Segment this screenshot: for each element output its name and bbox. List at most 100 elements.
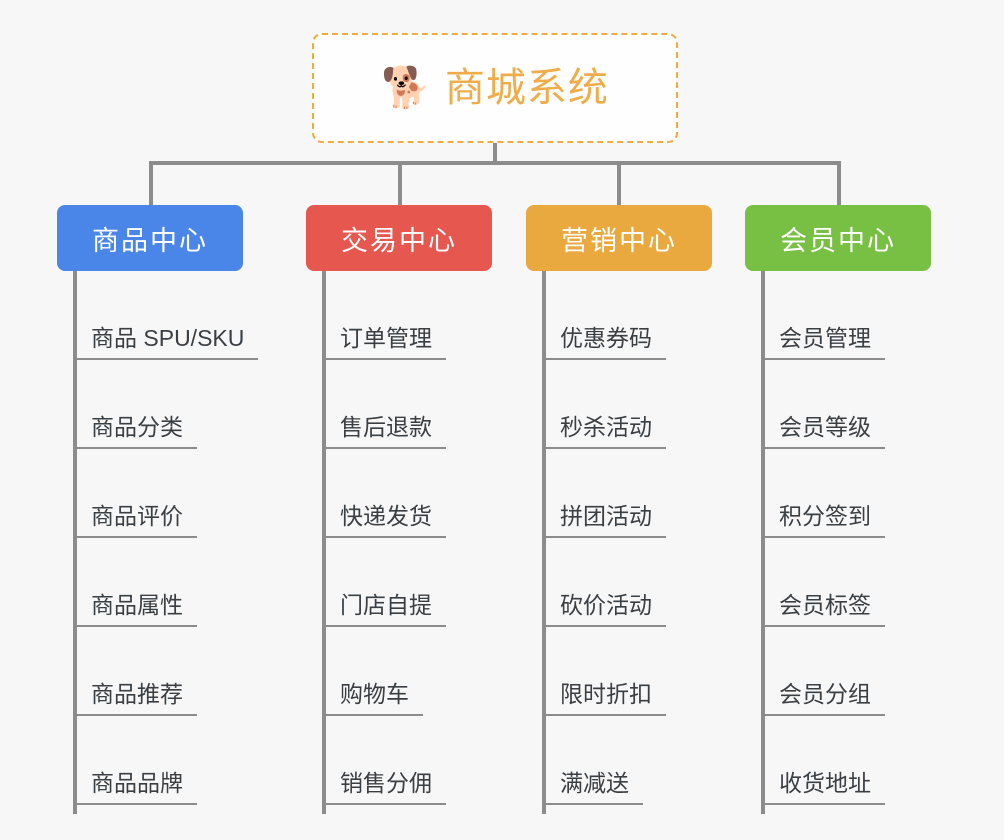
leaf-item-label: 商品 SPU/SKU	[87, 325, 259, 360]
leaf-item-label: 拼团活动	[556, 503, 666, 538]
list-item[interactable]: 秒杀活动	[526, 360, 712, 449]
branch-header-label: 会员中心	[780, 225, 896, 256]
list-item[interactable]: 拼团活动	[526, 449, 712, 538]
list-item[interactable]: 会员管理	[745, 271, 931, 360]
branch-stem-member-center	[761, 271, 765, 814]
leaf-item-label: 收货地址	[775, 770, 885, 805]
leaf-connector-rule	[73, 803, 95, 805]
connector-drop-2	[398, 161, 402, 207]
list-item[interactable]: 购物车	[306, 627, 492, 716]
branch-column-member-center: 会员中心会员管理会员等级积分签到会员标签会员分组收货地址	[745, 205, 931, 814]
leaf-item-label: 砍价活动	[556, 592, 666, 627]
list-item[interactable]: 砍价活动	[526, 538, 712, 627]
list-item[interactable]: 会员分组	[745, 627, 931, 716]
branch-item-list-member-center: 会员管理会员等级积分签到会员标签会员分组收货地址	[745, 271, 931, 805]
branch-header-product-center[interactable]: 商品中心	[57, 205, 243, 271]
list-item[interactable]: 商品推荐	[57, 627, 243, 716]
connector-drop-1	[149, 161, 153, 207]
leaf-item-label: 快递发货	[336, 503, 446, 538]
branch-header-label: 商品中心	[92, 225, 208, 256]
leaf-connector-rule	[322, 625, 344, 627]
leaf-connector-rule	[322, 803, 344, 805]
leaf-item-label: 商品品牌	[87, 770, 197, 805]
list-item[interactable]: 积分签到	[745, 449, 931, 538]
list-item[interactable]: 优惠券码	[526, 271, 712, 360]
branch-item-list-trade-center: 订单管理售后退款快递发货门店自提购物车销售分佣	[306, 271, 492, 805]
leaf-connector-rule	[322, 714, 344, 716]
leaf-item-label: 商品推荐	[87, 681, 197, 716]
leaf-connector-rule	[761, 625, 783, 627]
connector-root-stem	[493, 143, 497, 165]
leaf-connector-rule	[73, 358, 95, 360]
connector-horizontal-bus	[149, 161, 841, 165]
shiba-dog-face-icon: 🐕	[381, 66, 431, 110]
branch-header-member-center[interactable]: 会员中心	[745, 205, 931, 271]
leaf-connector-rule	[322, 536, 344, 538]
leaf-connector-rule	[73, 536, 95, 538]
leaf-connector-rule	[542, 625, 564, 627]
branch-column-product-center: 商品中心商品 SPU/SKU 商品分类商品评价商品属性商品推荐商品品牌	[57, 205, 259, 814]
leaf-connector-rule	[542, 803, 564, 805]
branch-column-trade-center: 交易中心订单管理售后退款快递发货门店自提购物车销售分佣	[306, 205, 492, 814]
leaf-item-label: 订单管理	[336, 325, 446, 360]
leaf-item-label: 商品属性	[87, 592, 197, 627]
leaf-connector-rule	[761, 358, 783, 360]
list-item[interactable]: 商品属性	[57, 538, 243, 627]
list-item[interactable]: 商品评价	[57, 449, 243, 538]
list-item[interactable]: 商品 SPU/SKU	[57, 271, 259, 360]
leaf-item-label: 会员等级	[775, 414, 885, 449]
leaf-connector-rule	[542, 358, 564, 360]
list-item[interactable]: 售后退款	[306, 360, 492, 449]
branch-column-marketing-center: 营销中心优惠券码秒杀活动拼团活动砍价活动限时折扣满减送	[526, 205, 712, 814]
leaf-item-label: 会员分组	[775, 681, 885, 716]
branch-stem-marketing-center	[542, 271, 546, 814]
branch-header-label: 营销中心	[561, 225, 677, 256]
leaf-item-label: 会员标签	[775, 592, 885, 627]
leaf-connector-rule	[73, 447, 95, 449]
branch-header-label: 交易中心	[341, 225, 457, 256]
leaf-item-label: 秒杀活动	[556, 414, 666, 449]
leaf-connector-rule	[542, 447, 564, 449]
list-item[interactable]: 商品分类	[57, 360, 243, 449]
connector-drop-4	[837, 161, 841, 207]
leaf-item-label: 购物车	[336, 681, 423, 716]
list-item[interactable]: 收货地址	[745, 716, 931, 805]
list-item[interactable]: 快递发货	[306, 449, 492, 538]
leaf-connector-rule	[322, 358, 344, 360]
leaf-connector-rule	[542, 536, 564, 538]
list-item[interactable]: 销售分佣	[306, 716, 492, 805]
leaf-item-label: 满减送	[556, 770, 643, 805]
leaf-item-label: 积分签到	[775, 503, 885, 538]
leaf-connector-rule	[73, 625, 95, 627]
leaf-connector-rule	[73, 714, 95, 716]
branch-header-marketing-center[interactable]: 营销中心	[526, 205, 712, 271]
leaf-item-label: 优惠券码	[556, 325, 666, 360]
leaf-connector-rule	[761, 803, 783, 805]
list-item[interactable]: 会员等级	[745, 360, 931, 449]
leaf-connector-rule	[761, 536, 783, 538]
leaf-connector-rule	[761, 447, 783, 449]
branch-stem-product-center	[73, 271, 77, 814]
leaf-item-label: 会员管理	[775, 325, 885, 360]
list-item[interactable]: 会员标签	[745, 538, 931, 627]
connector-drop-3	[617, 161, 621, 207]
branch-item-list-product-center: 商品 SPU/SKU 商品分类商品评价商品属性商品推荐商品品牌	[57, 271, 259, 805]
branch-item-list-marketing-center: 优惠券码秒杀活动拼团活动砍价活动限时折扣满减送	[526, 271, 712, 805]
leaf-item-label: 售后退款	[336, 414, 446, 449]
leaf-item-label: 限时折扣	[556, 681, 666, 716]
leaf-item-label: 销售分佣	[336, 770, 446, 805]
branch-stem-trade-center	[322, 271, 326, 814]
root-node-label: 商城系统	[444, 66, 609, 110]
leaf-connector-rule	[542, 714, 564, 716]
branch-header-trade-center[interactable]: 交易中心	[306, 205, 492, 271]
leaf-item-label: 商品分类	[87, 414, 197, 449]
list-item[interactable]: 满减送	[526, 716, 712, 805]
list-item[interactable]: 限时折扣	[526, 627, 712, 716]
root-node[interactable]: 🐕 商城系统	[312, 33, 678, 143]
list-item[interactable]: 订单管理	[306, 271, 492, 360]
leaf-item-label: 门店自提	[336, 592, 446, 627]
list-item[interactable]: 商品品牌	[57, 716, 243, 805]
list-item[interactable]: 门店自提	[306, 538, 492, 627]
leaf-connector-rule	[761, 714, 783, 716]
